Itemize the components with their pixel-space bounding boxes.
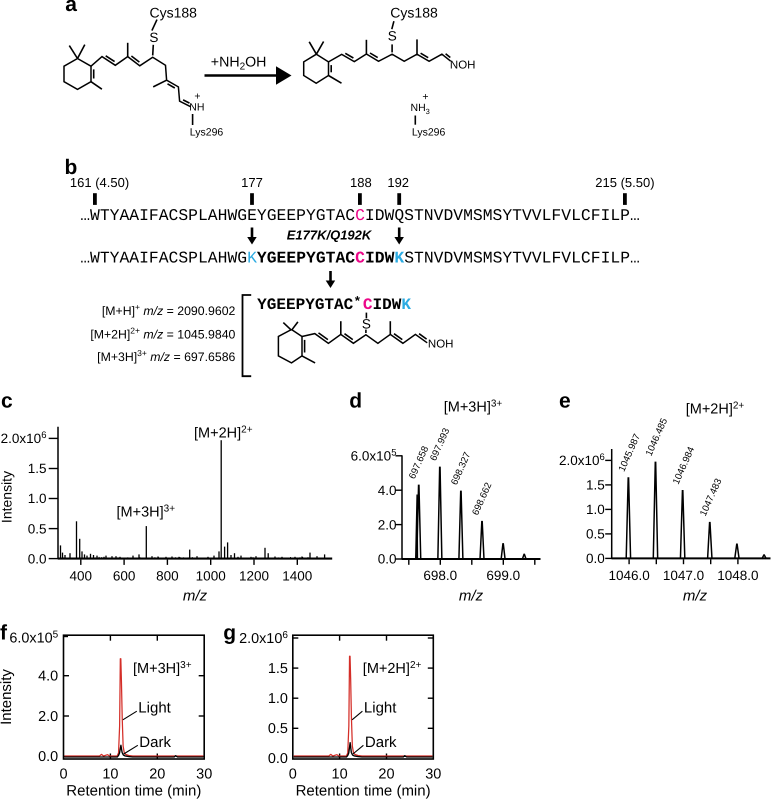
svg-text:20: 20	[149, 766, 165, 782]
svg-text:2.0: 2.0	[378, 517, 397, 532]
svg-text:Retention time (min): Retention time (min)	[66, 782, 201, 799]
svg-text:+NH2OH: +NH2OH	[211, 54, 267, 72]
svg-text:0: 0	[59, 766, 67, 782]
svg-text:6.0x105: 6.0x105	[9, 629, 58, 647]
svg-text:6.0x105: 6.0x105	[351, 447, 397, 464]
svg-text:0.5: 0.5	[586, 527, 605, 542]
svg-text:+: +	[194, 91, 200, 103]
svg-text:Cys188: Cys188	[150, 4, 198, 20]
svg-text:c: c	[1, 390, 13, 413]
svg-text:f: f	[0, 622, 8, 645]
svg-text:600: 600	[113, 568, 136, 583]
svg-text:[M+2H]2+: [M+2H]2+	[363, 659, 422, 677]
svg-text:10: 10	[102, 766, 118, 782]
svg-text:NOH: NOH	[428, 338, 454, 350]
svg-text:+: +	[422, 91, 428, 103]
svg-text:177: 177	[241, 175, 263, 190]
svg-text:1.5: 1.5	[586, 478, 605, 493]
svg-text:10: 10	[332, 766, 348, 782]
svg-text:2.0x106: 2.0x106	[1, 430, 47, 447]
svg-text:Retention time (min): Retention time (min)	[296, 782, 431, 799]
svg-text:g: g	[223, 622, 236, 645]
svg-text:161 (4.50): 161 (4.50)	[70, 175, 129, 190]
svg-text:Light: Light	[364, 700, 397, 717]
svg-text:0.0: 0.0	[586, 551, 605, 566]
svg-text:b: b	[65, 156, 78, 179]
svg-text:Dark: Dark	[365, 734, 397, 751]
svg-text:400: 400	[70, 568, 93, 583]
svg-text:NH: NH	[189, 102, 204, 114]
svg-text:a: a	[65, 0, 77, 16]
svg-text:215 (5.50): 215 (5.50)	[595, 175, 654, 190]
svg-text:4.0: 4.0	[38, 669, 58, 685]
svg-text:YGEEPYGTAC*CIDWK: YGEEPYGTAC*CIDWK	[257, 295, 411, 315]
svg-text:2.0x106: 2.0x106	[559, 452, 605, 469]
svg-text:NH3: NH3	[411, 102, 430, 116]
svg-text:Dark: Dark	[139, 734, 171, 751]
svg-text:[M+3H]3+: [M+3H]3+	[444, 398, 503, 416]
svg-text:698.0: 698.0	[423, 568, 457, 583]
svg-text:0.5: 0.5	[268, 721, 288, 737]
svg-text:Intensity: Intensity	[0, 471, 14, 523]
svg-text:S: S	[149, 30, 158, 45]
svg-text:[M+3H]3+: [M+3H]3+	[117, 503, 176, 521]
svg-text:S: S	[388, 28, 397, 43]
svg-text:30: 30	[425, 766, 441, 782]
svg-text:Lys296: Lys296	[190, 126, 224, 138]
svg-text:[M+2H]2+: [M+2H]2+	[686, 400, 745, 418]
svg-text:1047.0: 1047.0	[663, 568, 704, 583]
svg-text:E177K/Q192K: E177K/Q192K	[287, 228, 373, 243]
svg-text:1200: 1200	[239, 568, 269, 583]
svg-text:[M+2H]2+ m/z = 1045.9840: [M+2H]2+ m/z = 1045.9840	[90, 325, 235, 341]
svg-text:S: S	[362, 317, 371, 332]
svg-text:20: 20	[378, 766, 394, 782]
svg-text:1.0: 1.0	[268, 691, 288, 707]
svg-text:699.0: 699.0	[486, 568, 520, 583]
svg-text:1.0: 1.0	[586, 502, 605, 517]
svg-text:2.0: 2.0	[38, 709, 58, 725]
svg-text:1.0: 1.0	[28, 491, 47, 506]
svg-text:[M+3H]3+ m/z = 697.6586: [M+3H]3+ m/z = 697.6586	[97, 348, 235, 364]
svg-text:Lys296: Lys296	[412, 127, 446, 139]
svg-text:…WTYAAIFACSPLAHWGEYGEEPYGTACCI: …WTYAAIFACSPLAHWGEYGEEPYGTACCIDWQSTNVDVM…	[80, 206, 640, 225]
svg-text:…WTYAAIFACSPLAHWGKYGEEPYGTACCI: …WTYAAIFACSPLAHWGKYGEEPYGTACCIDWKSTNVDVM…	[80, 249, 640, 268]
svg-text:188: 188	[350, 175, 372, 190]
svg-text:1400: 1400	[282, 568, 312, 583]
svg-text:0.0: 0.0	[378, 552, 397, 567]
svg-text:2.0x106: 2.0x106	[239, 629, 288, 647]
svg-text:30: 30	[196, 766, 212, 782]
svg-text:0.5: 0.5	[28, 521, 47, 536]
svg-text:m/z: m/z	[183, 588, 208, 605]
svg-text:4.0: 4.0	[378, 483, 397, 498]
svg-text:0.0: 0.0	[38, 749, 58, 765]
svg-text:Intensity: Intensity	[0, 669, 15, 725]
svg-text:Cys188: Cys188	[390, 4, 438, 20]
svg-text:m/z: m/z	[459, 588, 484, 605]
svg-text:d: d	[349, 390, 362, 413]
svg-text:NOH: NOH	[450, 59, 476, 71]
svg-text:[M+3H]3+: [M+3H]3+	[133, 659, 192, 677]
svg-text:1.5: 1.5	[28, 461, 47, 476]
svg-text:0: 0	[289, 766, 297, 782]
svg-text:800: 800	[156, 568, 179, 583]
svg-text:192: 192	[387, 175, 409, 190]
svg-text:Light: Light	[138, 700, 171, 717]
svg-text:1046.0: 1046.0	[608, 568, 649, 583]
svg-text:1048.0: 1048.0	[717, 568, 758, 583]
svg-text:0.0: 0.0	[268, 751, 288, 767]
svg-text:[M+2H]2+: [M+2H]2+	[194, 424, 253, 442]
svg-text:m/z: m/z	[683, 588, 708, 605]
svg-text:1000: 1000	[196, 568, 226, 583]
svg-text:0.0: 0.0	[28, 551, 47, 566]
svg-text:1.5: 1.5	[268, 661, 288, 677]
svg-text:[M+H]+ m/z = 2090.9602: [M+H]+ m/z = 2090.9602	[102, 302, 236, 318]
svg-text:e: e	[559, 390, 571, 413]
